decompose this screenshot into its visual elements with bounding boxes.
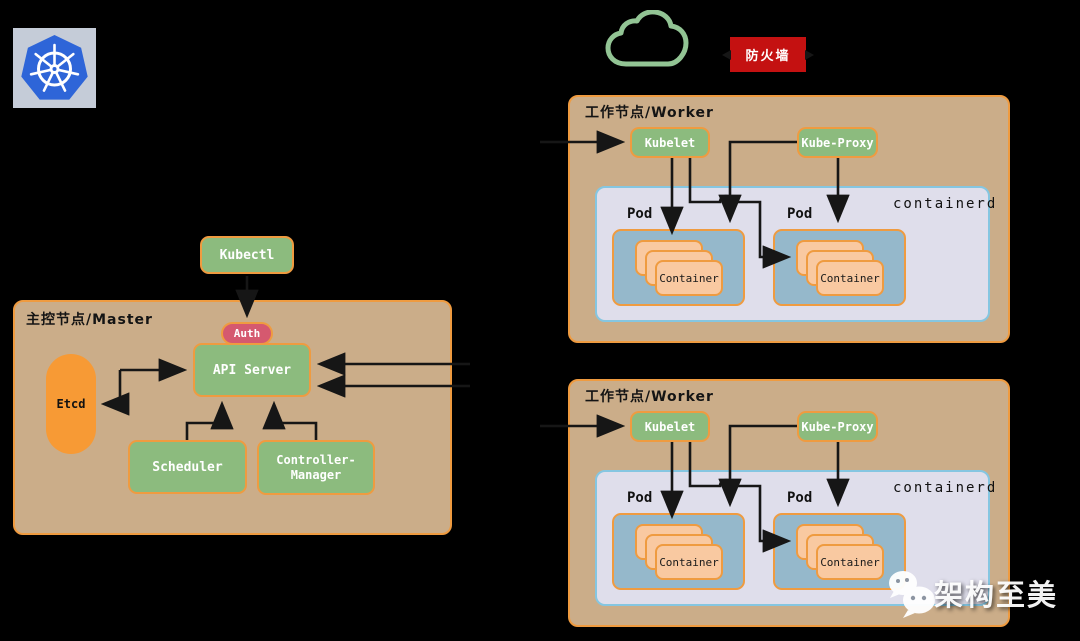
kube-proxy-label: Kube-Proxy — [801, 135, 874, 150]
controller-manager-label-line1: Controller- — [276, 452, 356, 467]
auth-label: Auth — [233, 327, 261, 340]
container-label: Container — [820, 271, 880, 285]
container-card-front: Container — [816, 544, 884, 580]
container-label: Container — [659, 555, 719, 569]
pod-box: Container — [773, 229, 906, 306]
kubernetes-logo-icon — [13, 28, 96, 108]
api-server-label: API Server — [212, 362, 292, 378]
watermark-text: 架构至美 — [934, 578, 1059, 612]
kube-proxy-label: Kube-Proxy — [801, 419, 874, 434]
kubectl-label: Kubectl — [219, 247, 275, 263]
container-card-front: Container — [655, 260, 723, 296]
firewall-right-arrowhead — [805, 50, 814, 60]
kubelet-node-1: Kubelet — [630, 127, 710, 158]
worker-node-title-1: 工作节点/Worker — [585, 105, 714, 121]
container-card-front: Container — [816, 260, 884, 296]
cloud-icon — [605, 10, 689, 67]
kubectl-node: Kubectl — [200, 236, 294, 274]
scheduler-node: Scheduler — [128, 440, 247, 494]
master-node-title: 主控节点/Master — [26, 312, 153, 328]
etcd-label: Etcd — [56, 397, 86, 411]
containerd-label-1: containerd — [893, 196, 998, 212]
pod-label: Pod — [627, 206, 653, 222]
api-server-node: API Server — [193, 343, 311, 397]
kubelet-label: Kubelet — [644, 419, 696, 434]
container-label: Container — [659, 271, 719, 285]
kubelet-node-2: Kubelet — [630, 411, 710, 442]
kubelet-label: Kubelet — [644, 135, 696, 150]
container-label: Container — [820, 555, 880, 569]
auth-node: Auth — [221, 322, 273, 345]
containerd-label-2: containerd — [893, 480, 998, 496]
scheduler-label: Scheduler — [152, 459, 223, 475]
etcd-node: Etcd — [46, 354, 96, 454]
container-card-front: Container — [655, 544, 723, 580]
pod-label: Pod — [787, 206, 813, 222]
controller-manager-label-line2: Manager — [290, 467, 342, 482]
pod-box: Container — [773, 513, 906, 590]
pod-label: Pod — [627, 490, 653, 506]
controller-manager-node: Controller- Manager — [257, 440, 375, 495]
pod-box: Container — [612, 229, 745, 306]
firewall-label: 防火墙 — [745, 49, 791, 64]
pod-box: Container — [612, 513, 745, 590]
kube-proxy-node-1: Kube-Proxy — [797, 127, 878, 158]
wechat-icon — [889, 571, 935, 618]
firewall-box: 防火墙 — [730, 37, 806, 72]
kube-proxy-node-2: Kube-Proxy — [797, 411, 878, 442]
worker-node-title-2: 工作节点/Worker — [585, 389, 714, 405]
pod-label: Pod — [787, 490, 813, 506]
